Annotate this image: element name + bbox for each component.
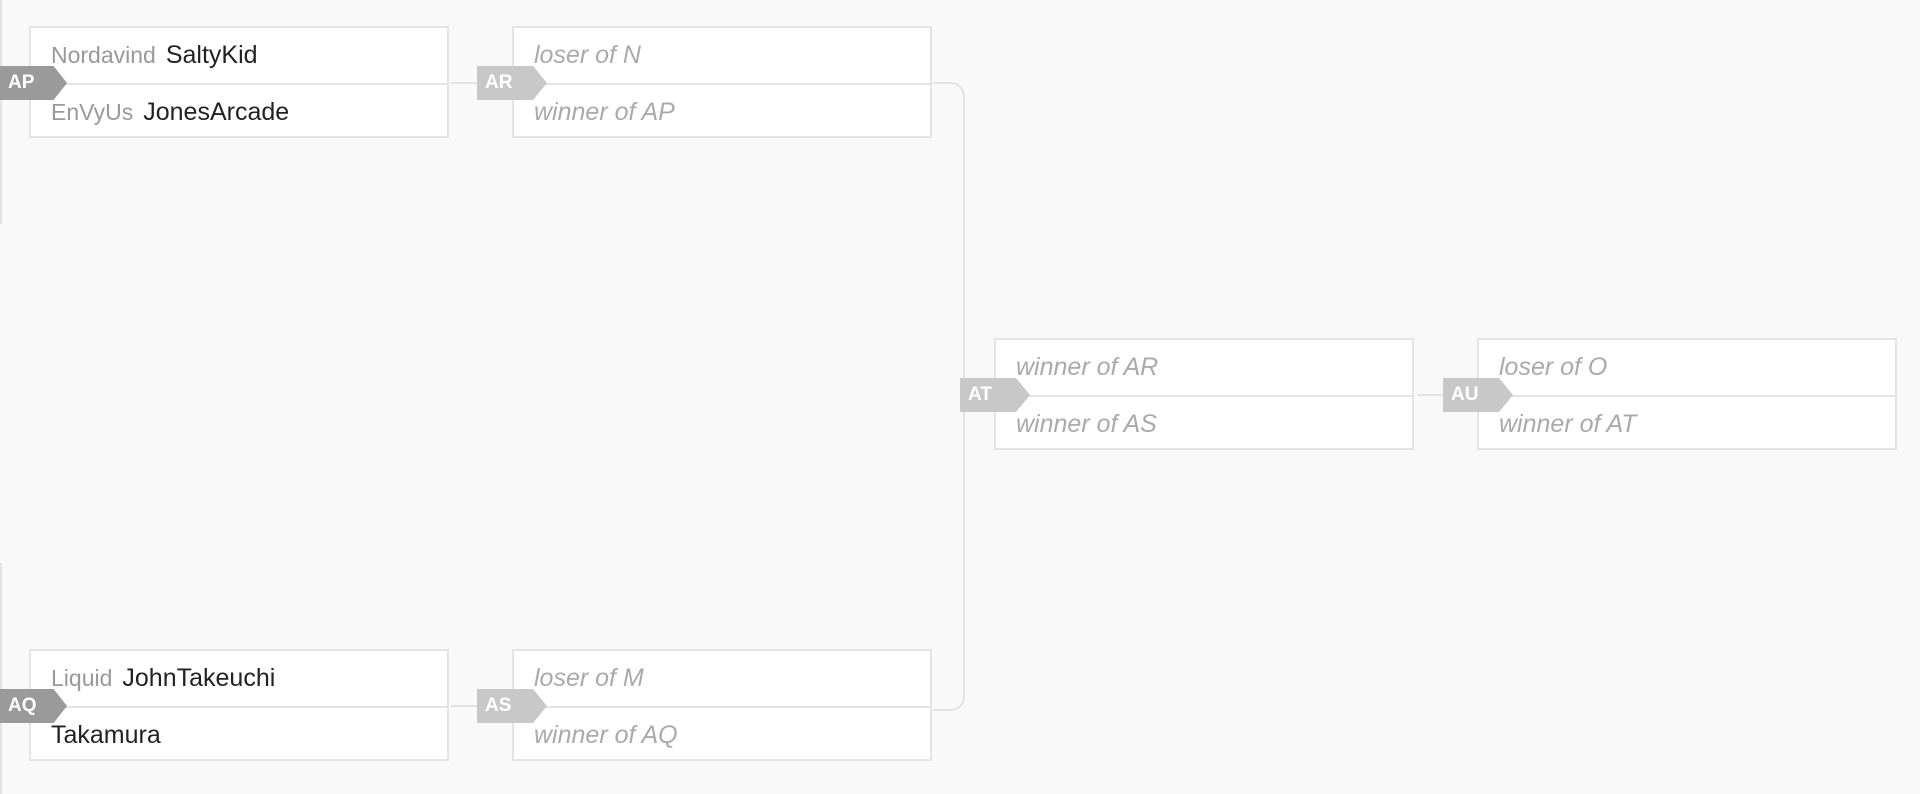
match-slot[interactable]: EnVyUs JonesArcade [31, 83, 447, 140]
match-badge-at: AT [960, 378, 1030, 412]
team-name: Nordavind [51, 42, 156, 68]
match-slot[interactable]: Nordavind SaltyKid [31, 28, 447, 83]
match-as[interactable]: loser of M winner of AQ [512, 649, 932, 761]
match-at[interactable]: winner of AR winner of AS [994, 338, 1414, 450]
match-badge-ap: AP [0, 66, 67, 100]
match-slot[interactable]: winner of AS [996, 395, 1412, 452]
match-au[interactable]: loser of O winner of AT [1477, 338, 1897, 450]
match-badge-as: AS [477, 689, 547, 723]
team-name: Liquid [51, 665, 113, 691]
match-ap[interactable]: Nordavind SaltyKid EnVyUs JonesArcade [29, 26, 449, 138]
match-slot[interactable]: Takamura [31, 706, 447, 763]
match-badge-ar: AR [477, 66, 547, 100]
match-slot[interactable]: winner of AT [1479, 395, 1895, 452]
match-slot[interactable]: loser of O [1499, 353, 1608, 381]
player-name: JohnTakeuchi [122, 664, 276, 692]
match-aq[interactable]: Liquid JohnTakeuchi Takamura [29, 649, 449, 761]
match-badge-aq: AQ [0, 689, 67, 723]
match-slot[interactable]: loser of M [534, 664, 644, 692]
match-slot[interactable]: winner of AR [1016, 353, 1159, 381]
player-name: JonesArcade [143, 98, 290, 126]
match-badge-au: AU [1443, 378, 1513, 412]
team-name: EnVyUs [51, 99, 134, 125]
player-name: Takamura [51, 721, 161, 749]
left-edge-line-top [0, 0, 2, 224]
match-slot[interactable]: winner of AP [514, 83, 930, 140]
left-edge-line-bottom [0, 563, 2, 794]
match-slot[interactable]: Liquid JohnTakeuchi [31, 651, 447, 706]
match-ar[interactable]: loser of N winner of AP [512, 26, 932, 138]
match-slot[interactable]: loser of N [534, 41, 641, 69]
match-slot[interactable]: winner of AQ [514, 706, 930, 763]
player-name: SaltyKid [165, 41, 258, 69]
